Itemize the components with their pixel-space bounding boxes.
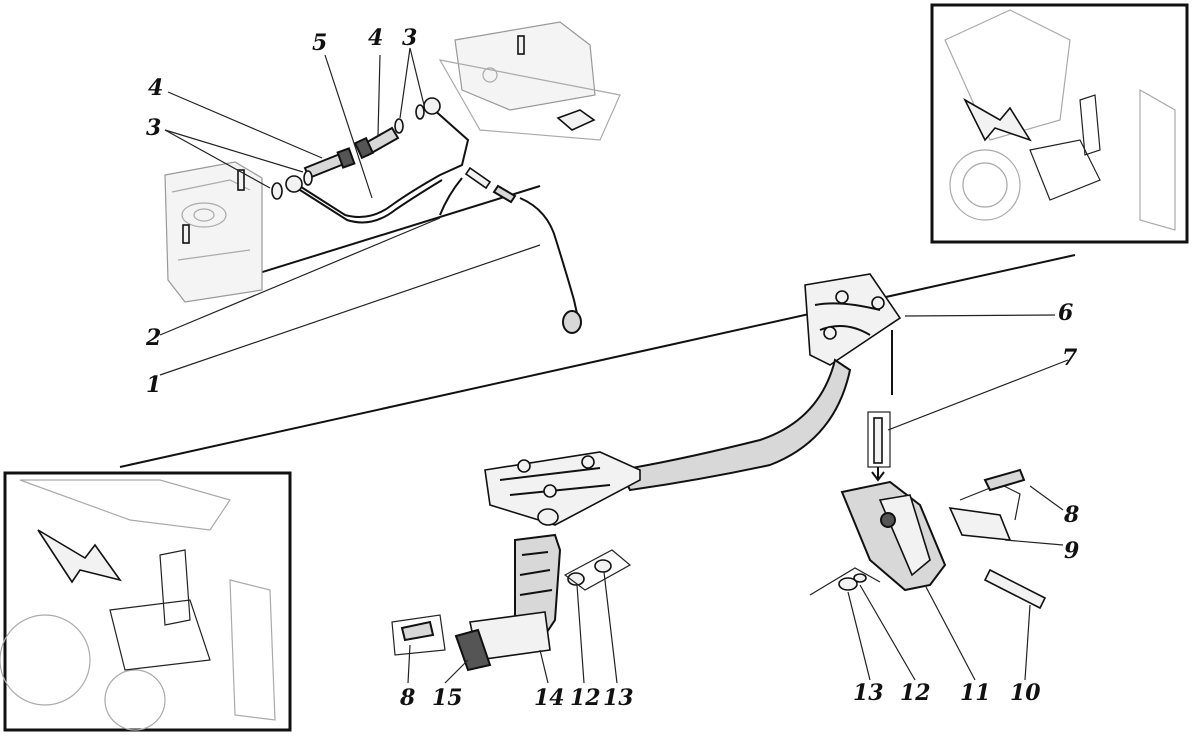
callout-7: 7 <box>1062 345 1078 371</box>
callout-4-top: 4 <box>368 25 383 51</box>
inset-bottom-left <box>0 471 292 732</box>
callout-8-left: 8 <box>399 685 415 711</box>
callout-4-left: 4 <box>148 75 163 101</box>
callout-15: 15 <box>432 685 463 711</box>
separator-line <box>119 254 1076 468</box>
pipe-assembly <box>271 97 582 334</box>
inset-top-right <box>930 3 1189 244</box>
pin-assembly <box>867 411 891 482</box>
pedal-assembly <box>484 273 902 526</box>
callout-2: 2 <box>145 325 161 351</box>
callout-9: 9 <box>1064 538 1079 564</box>
callout-12-left: 12 <box>570 685 601 711</box>
callout-12-right: 12 <box>900 680 931 706</box>
callout-1: 1 <box>146 372 161 398</box>
engine-mount-left <box>164 161 263 303</box>
support-assembly-left <box>391 533 632 672</box>
leader-lines <box>159 47 1069 684</box>
callout-3-left: 3 <box>146 115 161 141</box>
callout-14: 14 <box>534 685 565 711</box>
callout-13-left: 13 <box>603 685 634 711</box>
callout-labels: 5 4 3 4 3 2 1 6 7 8 9 10 11 12 13 8 15 1… <box>145 25 1079 711</box>
callout-8-right: 8 <box>1063 502 1079 528</box>
callout-3-top: 3 <box>402 25 417 51</box>
callout-6: 6 <box>1058 300 1073 326</box>
callout-5: 5 <box>312 30 327 56</box>
callout-11: 11 <box>960 680 991 706</box>
bracket-assembly-right <box>809 468 1047 610</box>
engine-mount-right <box>438 21 621 141</box>
callout-13-right: 13 <box>853 680 884 706</box>
callout-10: 10 <box>1010 680 1041 706</box>
